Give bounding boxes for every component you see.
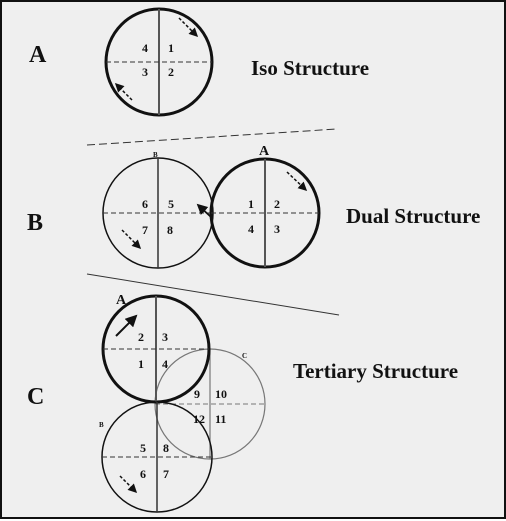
dual-quadrant-2: 2 [274,197,280,211]
tertiary-circle-a-label: A [116,293,127,308]
dual-circle-a-label: A [259,144,270,159]
dual-a-rotation-arrow [286,171,308,192]
dual-contact-arrow [196,203,212,218]
panel-c: C C 9 10 11 12 A 1 2 3 4 B 5 6 7 8 Terti… [27,293,458,513]
panel-title-b: Dual Structure [346,204,480,228]
dual-quadrant-6: 6 [142,197,148,211]
iso-rotation-arrow-top [178,17,199,38]
dual-quadrant-7: 7 [142,223,148,237]
iso-quadrant-2: 2 [168,65,174,79]
tertiary-quadrant-5: 5 [140,441,146,455]
divider-top [86,128,338,146]
dual-quadrant-8: 8 [167,223,173,237]
dual-quadrant-4: 4 [248,222,254,236]
iso-rotation-arrow-bottom [114,82,133,101]
tertiary-quadrant-9: 9 [194,387,200,401]
panel-letter-a: A [29,42,47,68]
panel-title-c: Tertiary Structure [293,359,458,383]
tertiary-quadrant-4: 4 [162,357,168,371]
tertiary-quadrant-10: 10 [215,387,227,401]
tertiary-a-rotation-arrow [115,314,138,337]
panel-title-a: Iso Structure [251,56,369,80]
tertiary-quadrant-8: 8 [163,441,169,455]
tertiary-circle-b-label: B [99,421,104,429]
dual-quadrant-1: 1 [248,197,254,211]
tertiary-quadrant-12: 12 [193,412,205,426]
tertiary-quadrant-1: 1 [138,357,144,371]
panel-a: A 1 2 3 4 Iso Structure [29,7,369,117]
panel-b: B B 5 6 7 8 A 1 2 3 4 Dual Structure [27,144,480,269]
iso-quadrant-1: 1 [168,41,174,55]
dual-quadrant-5: 5 [168,197,174,211]
tertiary-quadrant-2: 2 [138,330,144,344]
tertiary-quadrant-6: 6 [140,467,146,481]
dual-quadrant-3: 3 [274,222,280,236]
panel-letter-c: C [27,384,44,410]
dual-circle-b-label: B [153,151,158,159]
tertiary-quadrant-7: 7 [163,467,169,481]
iso-quadrant-4: 4 [142,41,148,55]
tertiary-circle-c-label: C [242,352,247,360]
panel-letter-b: B [27,210,43,236]
tertiary-b-rotation-arrow [119,475,138,494]
tertiary-quadrant-11: 11 [215,412,226,426]
dual-b-rotation-arrow [121,229,142,250]
tertiary-quadrant-3: 3 [162,330,168,344]
iso-quadrant-3: 3 [142,65,148,79]
divider-bottom [86,273,340,316]
